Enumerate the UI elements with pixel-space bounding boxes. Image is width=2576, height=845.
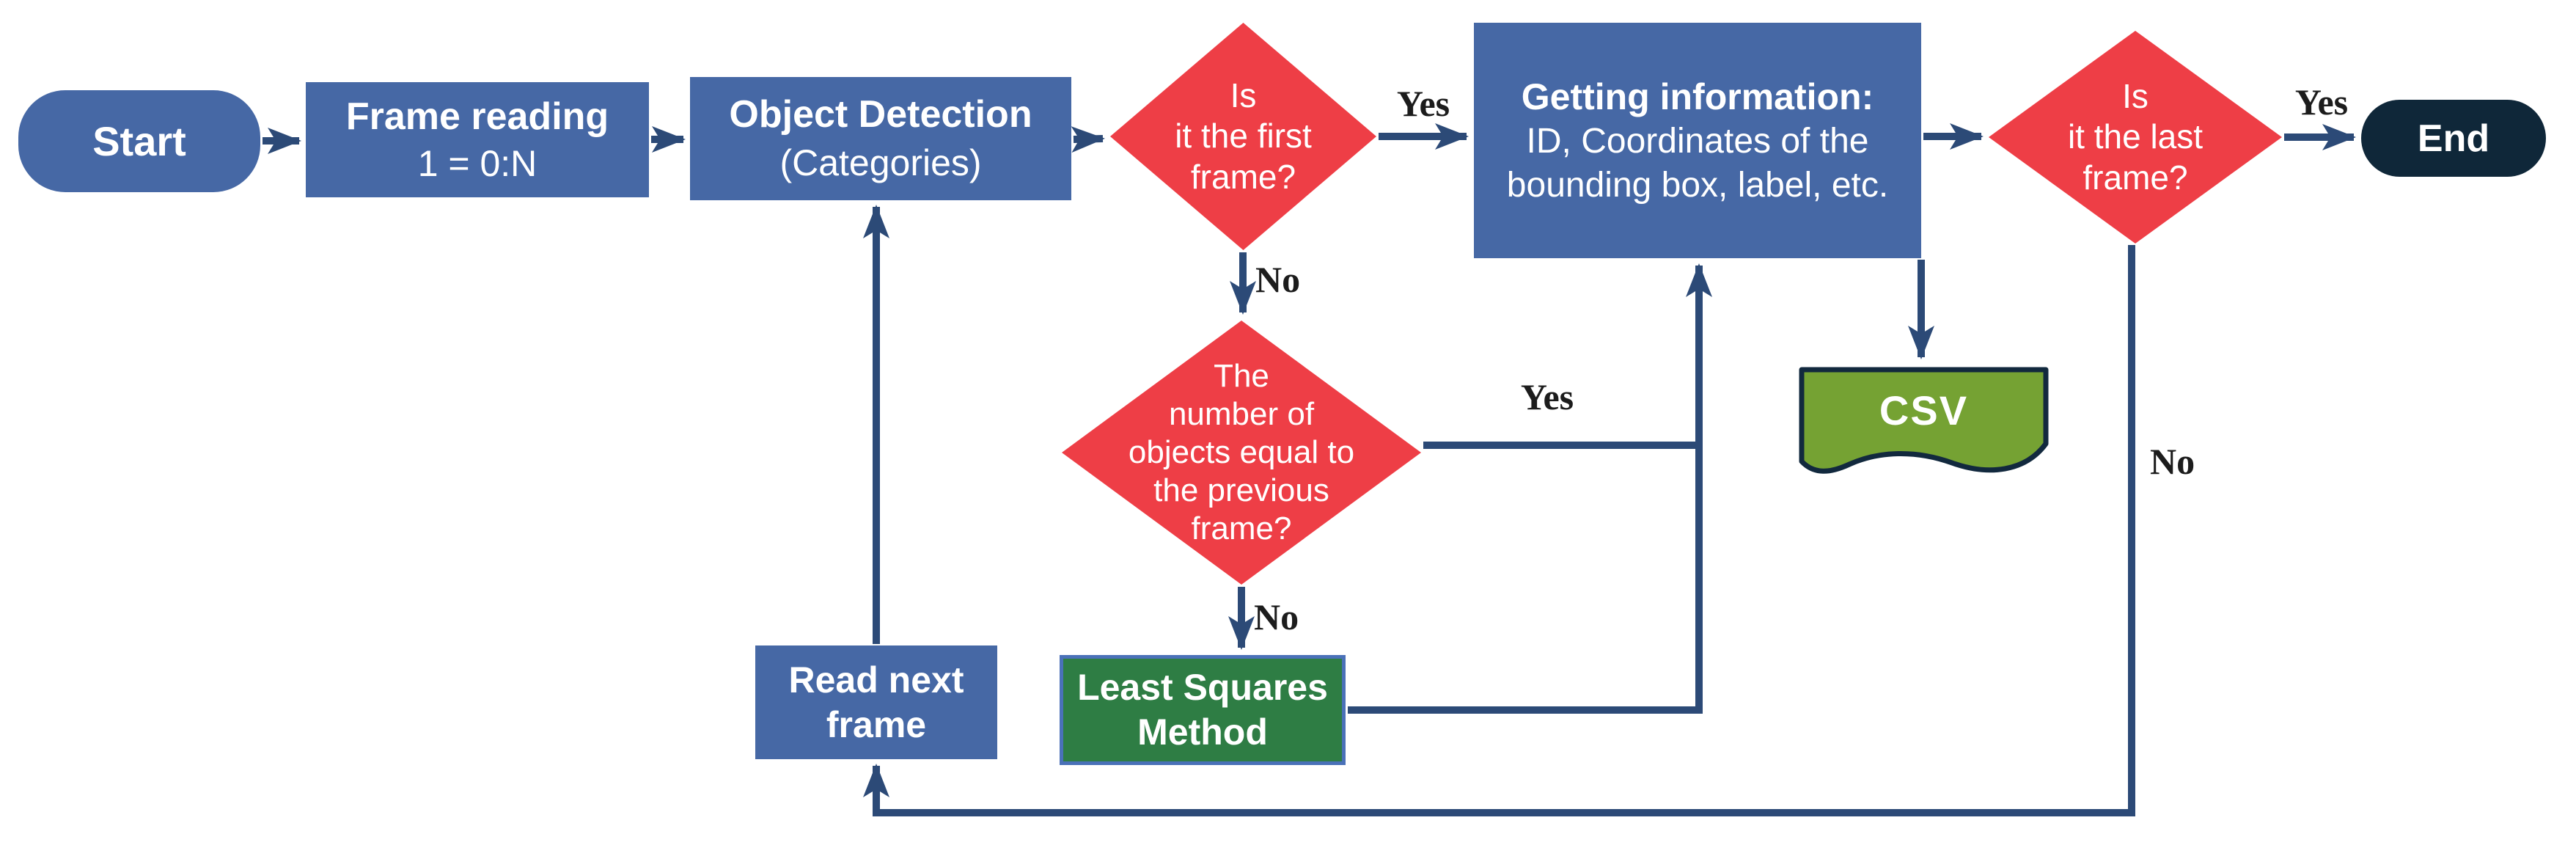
getting-information-node: Getting information: ID, Coordinates of …: [1474, 23, 1921, 258]
last-frame-no-label: No: [2150, 441, 2195, 482]
start-label: Start: [92, 118, 186, 164]
object-detection-title: Object Detection: [729, 92, 1032, 136]
decision-line: frame?: [1190, 157, 1296, 196]
getting-information-title: Getting information:: [1521, 76, 1874, 117]
decision-line: the previous: [1153, 472, 1329, 508]
object-detection-node: Object Detection (Categories): [690, 77, 1071, 200]
getting-information-body: ID, Coordinates of the bounding box, lab…: [1506, 121, 1889, 205]
first-frame-yes-label: Yes: [1396, 83, 1450, 124]
least-squares-line: Method: [1137, 712, 1268, 753]
read-next-frame-line: Read next: [788, 659, 964, 700]
csv-document-shape: [1799, 367, 2049, 474]
last-frame-yes-label: Yes: [2294, 81, 2349, 122]
decision-line: objects equal to: [1128, 434, 1355, 471]
first-frame-no-label: No: [1255, 259, 1301, 300]
frame-reading-title: Frame reading: [345, 95, 609, 138]
end-label: End: [2417, 117, 2490, 160]
decision-line: it the first: [1175, 117, 1312, 156]
decision-line: number of: [1168, 396, 1315, 433]
frame-reading-subtitle: 1 = 0:N: [417, 142, 537, 184]
read-next-frame-node: Read next frame: [755, 645, 997, 759]
decision-line: Is: [2122, 77, 2148, 116]
decision-line: frame?: [2083, 158, 2188, 197]
csv-label: CSV: [1879, 387, 1969, 434]
decision-line: it the last: [2067, 117, 2203, 156]
decision-line: frame?: [1191, 510, 1292, 546]
end-node: End: [2361, 100, 2546, 177]
read-next-frame-line: frame: [826, 703, 927, 745]
decision-line: The: [1214, 358, 1269, 395]
csv-document-node: CSV: [1797, 365, 2051, 477]
object-count-yes-label: Yes: [1520, 376, 1574, 417]
frame-reading-node: Frame reading 1 = 0:N: [306, 82, 649, 197]
decision-line: Is: [1230, 76, 1257, 115]
least-squares-line: Least Squares: [1077, 667, 1328, 708]
object-detection-subtitle: (Categories): [779, 142, 982, 184]
object-count-no-label: No: [1254, 596, 1299, 637]
least-squares-node: Least Squares Method: [1060, 655, 1346, 765]
start-node: Start: [18, 90, 260, 192]
